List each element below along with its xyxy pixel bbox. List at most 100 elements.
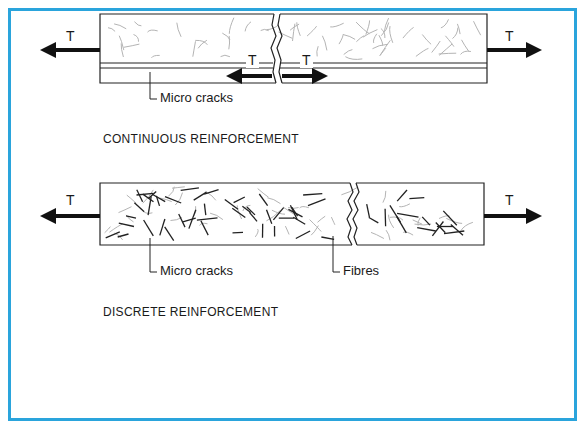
fibre	[451, 225, 463, 236]
fibre	[292, 207, 298, 216]
micro-crack	[311, 226, 318, 236]
micro-crack	[386, 230, 390, 240]
fibre	[303, 194, 322, 195]
micro-crack	[152, 55, 160, 57]
micro-crack	[380, 40, 390, 55]
force-label: T	[503, 192, 516, 208]
force-label: T	[246, 52, 259, 68]
micro-crack	[258, 189, 269, 198]
force-label: T	[300, 52, 313, 68]
fibre	[134, 203, 144, 212]
micro-crack	[379, 35, 383, 46]
fibre	[137, 190, 143, 202]
fibre	[234, 197, 245, 203]
fibre	[308, 199, 326, 206]
micro-crack	[322, 36, 327, 51]
micro-crack	[453, 28, 458, 39]
fibre	[160, 219, 165, 235]
micro-crack	[285, 226, 289, 234]
fibre	[106, 232, 120, 238]
micro-crack	[293, 24, 295, 41]
micro-crack	[380, 48, 386, 56]
fibre	[436, 223, 446, 233]
micro-crack	[418, 218, 420, 226]
callout-label: Micro cracks	[160, 264, 233, 279]
caption-label: DISCRETE REINFORCEMENT	[103, 306, 278, 320]
fibre	[179, 214, 185, 227]
caption-label: CONTINUOUS REINFORCEMENT	[103, 133, 299, 147]
micro-crack	[432, 41, 441, 53]
fibre	[443, 211, 457, 225]
force-label: T	[64, 28, 77, 44]
fibre	[197, 218, 218, 220]
force-label: T	[503, 28, 516, 44]
micro-crack	[221, 55, 230, 56]
fibre	[126, 216, 136, 218]
micro-crack	[461, 222, 473, 230]
micro-crack	[148, 30, 158, 32]
micro-crack	[195, 40, 207, 44]
fibre	[204, 204, 205, 215]
fibre	[397, 190, 407, 201]
micro-crack	[462, 40, 469, 52]
fibre	[384, 209, 386, 227]
micro-crack	[177, 23, 181, 37]
micro-crack	[109, 224, 122, 232]
micro-crack	[175, 193, 182, 205]
fibre	[409, 198, 424, 199]
micro-crack	[474, 21, 481, 35]
micro-crack	[124, 44, 140, 47]
micro-crack	[318, 216, 326, 222]
fibre	[397, 217, 407, 233]
fibre	[194, 192, 207, 200]
reinforcement-bar	[100, 63, 487, 68]
fibre	[417, 228, 436, 231]
fibre	[259, 194, 267, 206]
fibre	[369, 218, 378, 223]
fibre	[201, 221, 208, 235]
fibre	[321, 237, 334, 239]
micro-crack	[441, 19, 449, 28]
micro-crack	[222, 33, 230, 40]
fibre	[165, 227, 174, 241]
micro-crack	[399, 204, 410, 207]
fibre	[274, 226, 275, 237]
micro-crack	[114, 24, 126, 29]
fibre	[165, 197, 181, 203]
fibre	[422, 217, 430, 225]
fibre	[152, 194, 165, 201]
micro-crack	[341, 187, 357, 195]
micro-crack	[134, 22, 141, 26]
micro-crack	[267, 198, 280, 204]
micro-crack	[134, 35, 139, 42]
concrete-bar	[100, 14, 487, 83]
tension-arrow	[40, 42, 542, 224]
micro-crack	[331, 217, 335, 225]
fibre	[279, 217, 294, 218]
micro-crack	[119, 207, 132, 213]
fibre	[183, 218, 196, 222]
micro-crack	[403, 232, 413, 235]
fibre	[432, 222, 443, 236]
frame	[10, 10, 576, 420]
micro-crack	[255, 229, 258, 237]
micro-crack	[461, 51, 471, 54]
fibre	[267, 210, 272, 224]
micro-crack	[121, 43, 123, 57]
fibre	[233, 232, 244, 234]
fibre	[119, 223, 134, 226]
micro-crack	[229, 18, 234, 34]
micro-crack	[339, 35, 343, 45]
fibre	[143, 194, 154, 202]
micro-crack	[445, 36, 454, 47]
fibre	[225, 200, 238, 210]
fibre	[144, 220, 154, 236]
fibre	[293, 217, 305, 224]
micro-crack	[343, 35, 355, 40]
micro-crack	[371, 232, 384, 238]
fibre	[367, 204, 370, 217]
leader-line	[150, 72, 340, 272]
fibre	[118, 234, 129, 237]
micro-crack	[330, 23, 344, 27]
